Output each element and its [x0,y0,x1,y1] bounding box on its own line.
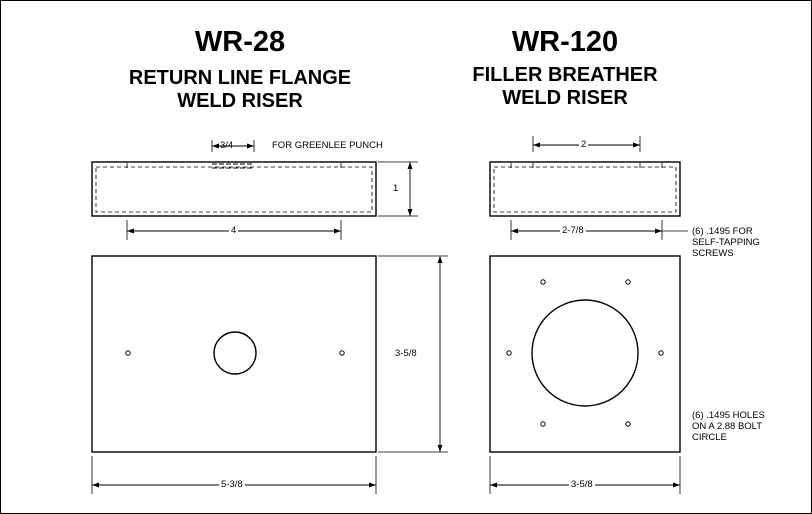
wr120-screw-hole-note-line1: (6) .1495 FOR [692,226,753,237]
wr120-subtitle-line1: FILLER BREATHER [472,64,658,86]
wr120-screw-hole-note-line3: SCREWS [692,248,734,259]
wr28-model-title: WR-28 [194,26,286,58]
wr28-depth-dimension [378,255,448,453]
wr120-screw-hole-note-line2: SELF-TAPPING [692,237,760,248]
wr120-side-view [489,161,681,217]
wr28-width-side-dim-label: 4 [229,225,239,236]
wr28-depth-dim-label: 3-5/8 [393,348,419,359]
wr120-bolt-circle-note-line3: CIRCLE [692,432,727,443]
wr120-top-view [489,255,681,453]
wr28-side-view [91,161,377,217]
wr28-punch-note: FOR GREENLEE PUNCH [272,140,383,151]
wr28-height-dim-label: 1 [393,183,399,194]
wr120-width-top-dim-label: 3-5/8 [569,479,595,490]
wr28-punch-dimension [211,140,255,152]
wr120-model-title: WR-120 [511,26,619,58]
wr28-subtitle-line2: WELD RISER [177,90,303,112]
wr120-bolt-circle-note-line2: ON A 2.88 BOLT [692,421,763,432]
wr120-width-side-dimension [510,220,688,240]
wr120-subtitle-line2: WELD RISER [502,87,628,109]
wr28-width-top-dim-label: 5-3/8 [219,479,245,490]
wr28-subtitle-line1: RETURN LINE FLANGE [128,67,352,89]
wr120-width-side-dim-label: 2-7/8 [560,225,586,236]
wr28-punch-dim-label: 3/4 [220,140,234,151]
wr28-height-dimension [378,161,418,217]
wr28-top-view [91,255,377,453]
wr120-bolt-circle-note-line1: (6) .1495 HOLES [692,410,765,421]
wr120-spacing-dim-label: 2 [579,139,589,150]
